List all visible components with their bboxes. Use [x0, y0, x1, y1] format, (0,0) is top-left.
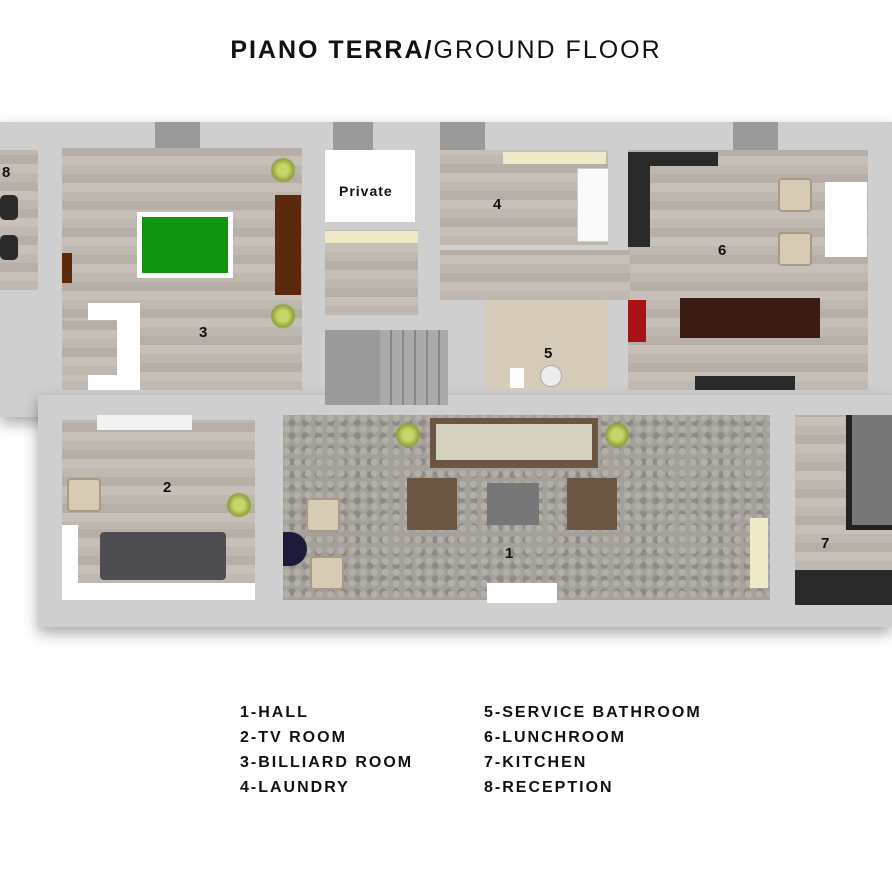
armchair — [778, 178, 812, 212]
room-label-8: 8 — [2, 164, 11, 181]
kitchen-counter — [795, 570, 892, 605]
sofa — [430, 418, 598, 468]
title-english: GROUND FLOOR — [433, 36, 662, 64]
window — [440, 122, 485, 150]
armchair — [306, 498, 340, 532]
sofa — [825, 182, 867, 257]
chair — [0, 235, 18, 260]
floor-patch — [62, 320, 117, 375]
cabinet — [62, 253, 72, 283]
armchair — [778, 232, 812, 266]
counter — [503, 152, 606, 164]
plant-icon — [270, 157, 296, 183]
cooktop — [852, 415, 892, 525]
red-cabinet — [628, 300, 646, 342]
window — [155, 122, 200, 150]
armchair — [67, 478, 101, 512]
cabinet — [628, 152, 718, 166]
private-corridor — [325, 230, 418, 315]
console — [750, 518, 768, 588]
dining-table — [680, 298, 820, 338]
legend-item: 7-KITCHEN — [484, 754, 588, 771]
room-label-2: 2 — [163, 479, 172, 496]
legend-item: 5-SERVICE BATHROOM — [484, 704, 702, 721]
tv-unit — [97, 415, 192, 430]
sofa — [100, 532, 226, 580]
entrance-door[interactable] — [487, 583, 557, 603]
toilet — [510, 368, 524, 388]
window — [333, 122, 373, 150]
plant-icon — [270, 303, 296, 329]
room-label-private: Private — [339, 183, 393, 199]
shelf — [325, 231, 418, 243]
room-label-6: 6 — [718, 242, 727, 259]
chair — [0, 195, 18, 220]
room-label-7: 7 — [821, 535, 830, 552]
armchair — [407, 478, 457, 530]
washing-machine — [577, 168, 609, 242]
legend-item: 3-BILLIARD ROOM — [240, 754, 414, 771]
title-italian: PIANO TERRA/ — [230, 36, 434, 64]
legend-item: 2-TV ROOM — [240, 729, 347, 746]
room-label-1: 1 — [505, 545, 514, 562]
landing — [325, 330, 380, 405]
room-reception — [0, 150, 38, 290]
room-label-4: 4 — [493, 196, 502, 213]
sideboard — [275, 195, 301, 295]
billiard-table — [137, 212, 233, 278]
plant-icon — [226, 492, 252, 518]
lunchroom-corridor — [440, 250, 630, 300]
legend-item: 6-LUNCHROOM — [484, 729, 626, 746]
legend-item: 1-HALL — [240, 704, 309, 721]
legend-item: 4-LAUNDRY — [240, 779, 350, 796]
staircase — [380, 330, 448, 405]
room-private — [325, 150, 415, 222]
page-title: PIANO TERRA/GROUND FLOOR — [0, 36, 892, 65]
armchair — [567, 478, 617, 530]
room-label-5: 5 — [544, 345, 553, 362]
window — [733, 122, 778, 150]
coffee-table — [487, 483, 539, 525]
sofa-cushion — [436, 424, 592, 460]
room-label-3: 3 — [199, 324, 208, 341]
cabinet — [695, 376, 795, 390]
legend-item: 8-RECEPTION — [484, 779, 614, 796]
cabinet — [628, 152, 650, 247]
billiard-felt — [142, 217, 228, 273]
armchair — [310, 556, 344, 590]
plant-icon — [395, 422, 421, 448]
plant-icon — [604, 422, 630, 448]
sink — [540, 365, 562, 387]
kitchen-island — [846, 415, 892, 530]
